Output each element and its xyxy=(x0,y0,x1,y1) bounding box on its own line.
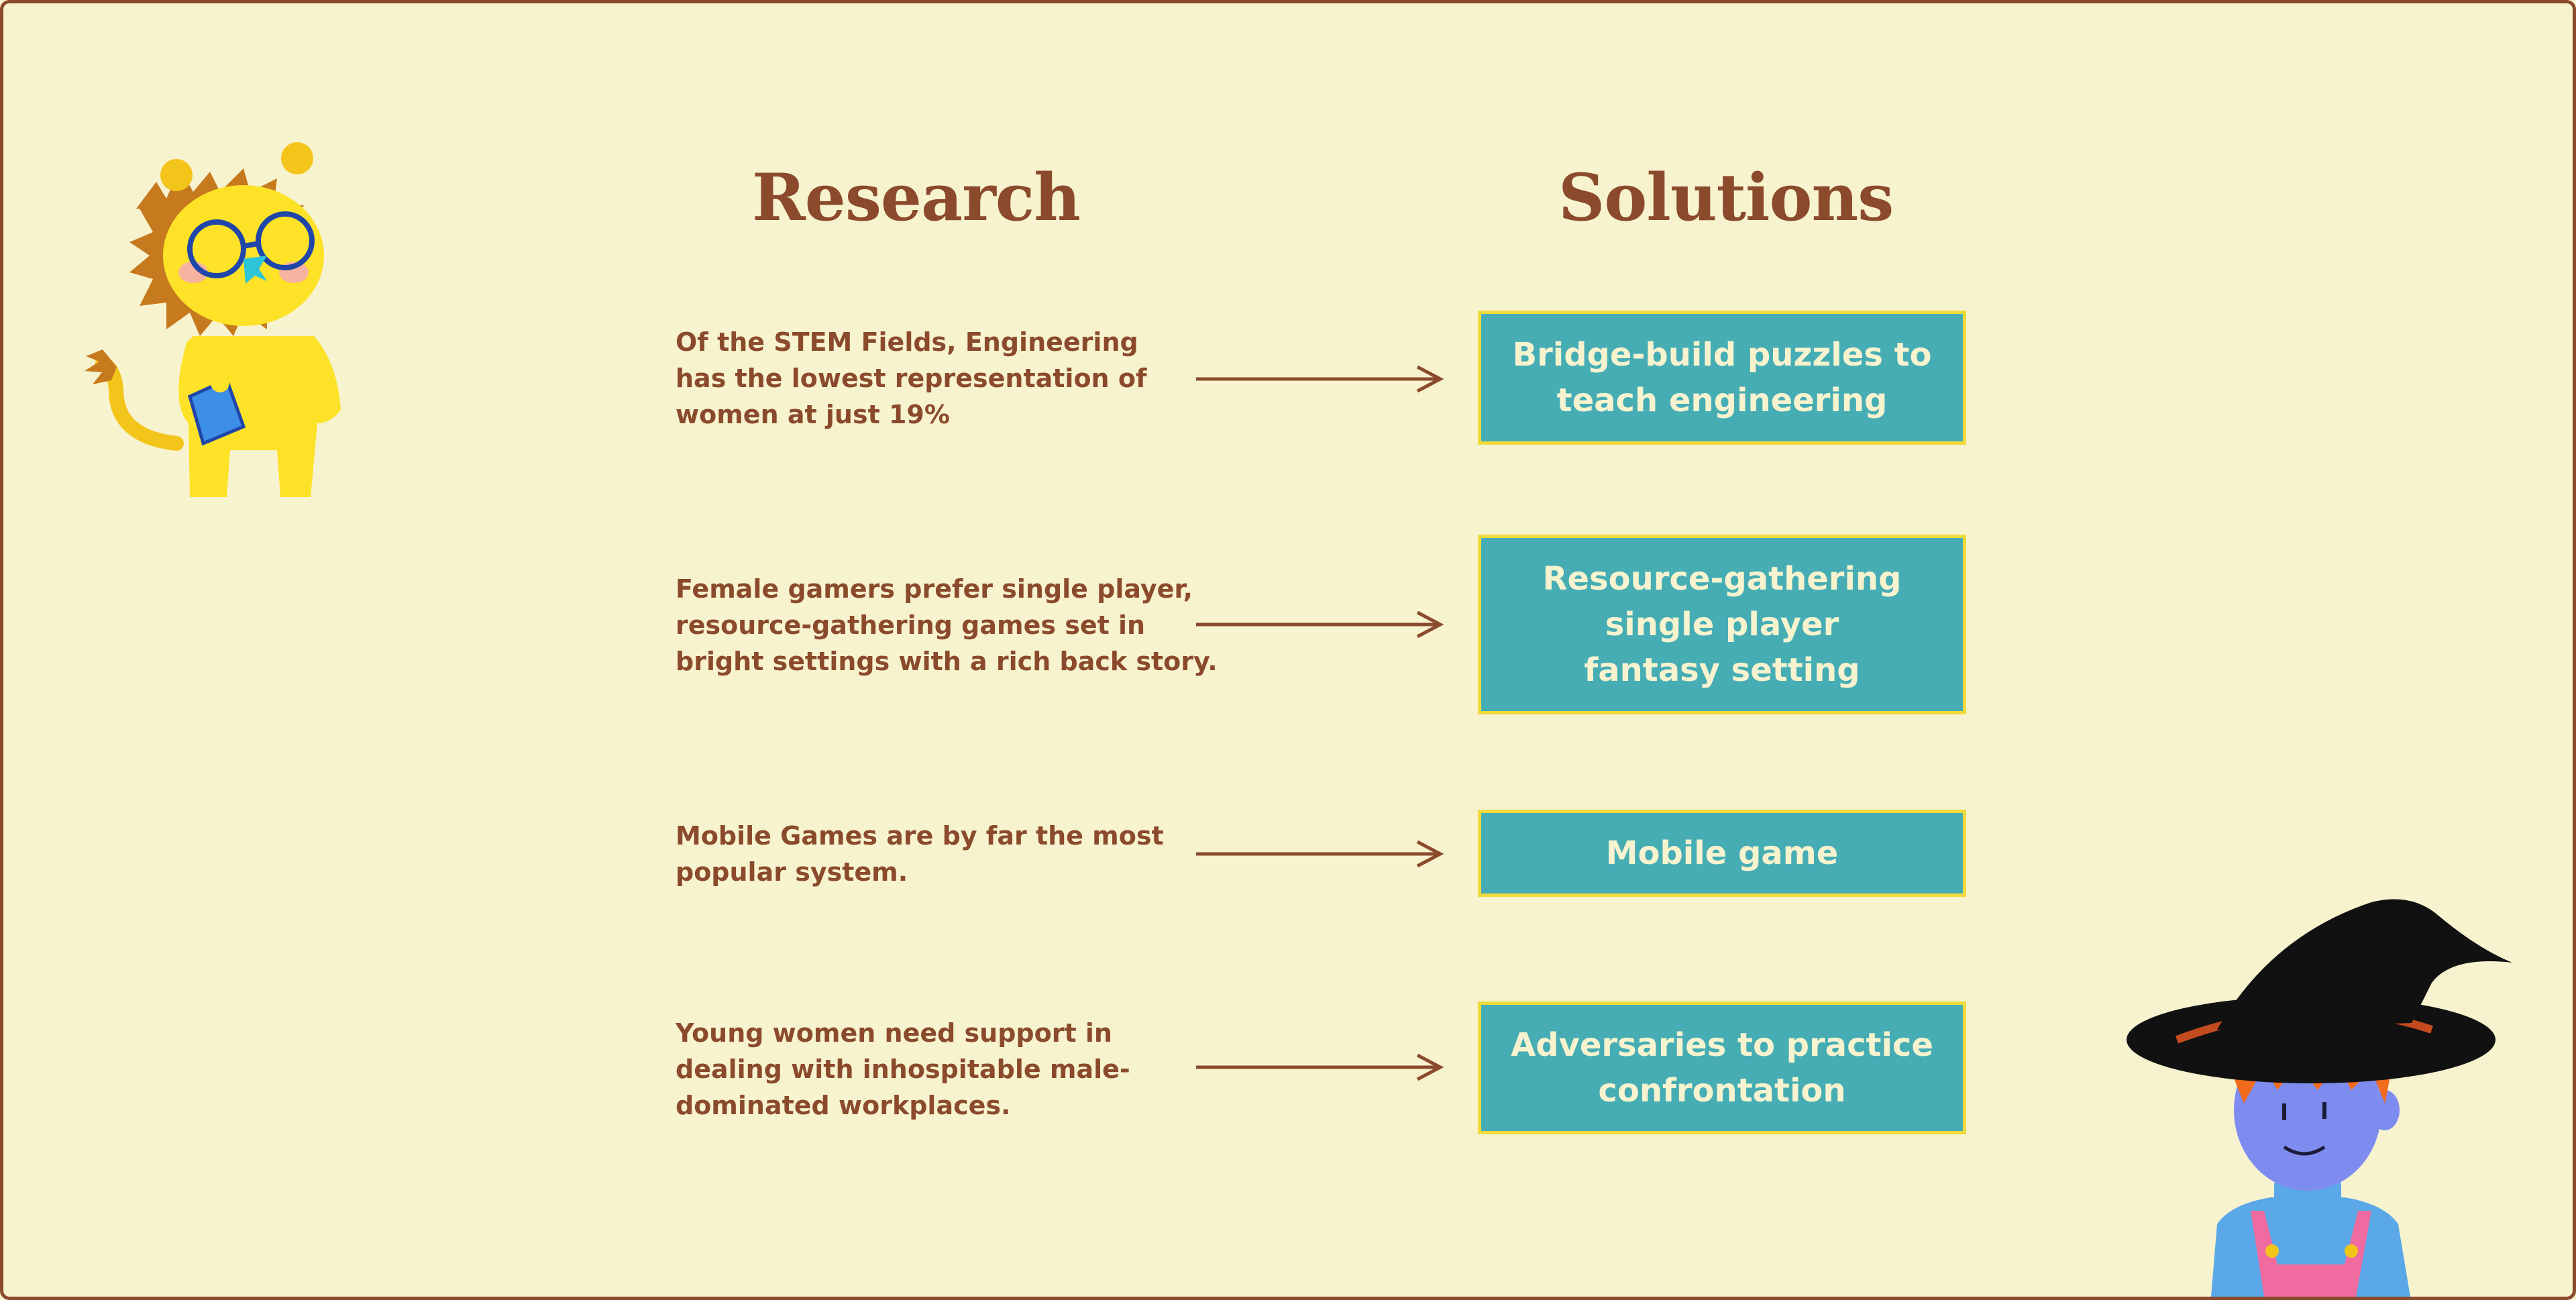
solutions-heading: Solutions xyxy=(1558,160,1894,235)
arrow-right-icon xyxy=(1196,366,1444,392)
research-item-female-gamers: Female gamers prefer single player, reso… xyxy=(676,574,1218,676)
research-heading: Research xyxy=(752,160,1081,235)
research-item-engineering: Of the STEM Fields, Engineering has the … xyxy=(676,327,1147,429)
solution-box-mobile-game: Mobile game xyxy=(1478,810,1966,897)
solution-box-adversaries: Adversaries to practice confrontation xyxy=(1478,1001,1966,1134)
witch-girl-icon xyxy=(2127,899,2512,1297)
arrow-right-icon xyxy=(1196,611,1444,638)
lion-with-glasses-icon xyxy=(85,142,341,497)
research-item-workplace-support: Young women need support in dealing with… xyxy=(676,1018,1130,1120)
solution-box-resource-gathering: Resource-gathering single player fantasy… xyxy=(1478,535,1966,714)
research-item-mobile-games: Mobile Games are by far the most popular… xyxy=(676,821,1164,887)
solution-box-bridge-puzzles: Bridge-build puzzles to teach engineerin… xyxy=(1478,311,1966,445)
arrow-right-icon xyxy=(1196,1054,1444,1081)
arrow-right-icon xyxy=(1196,841,1444,867)
